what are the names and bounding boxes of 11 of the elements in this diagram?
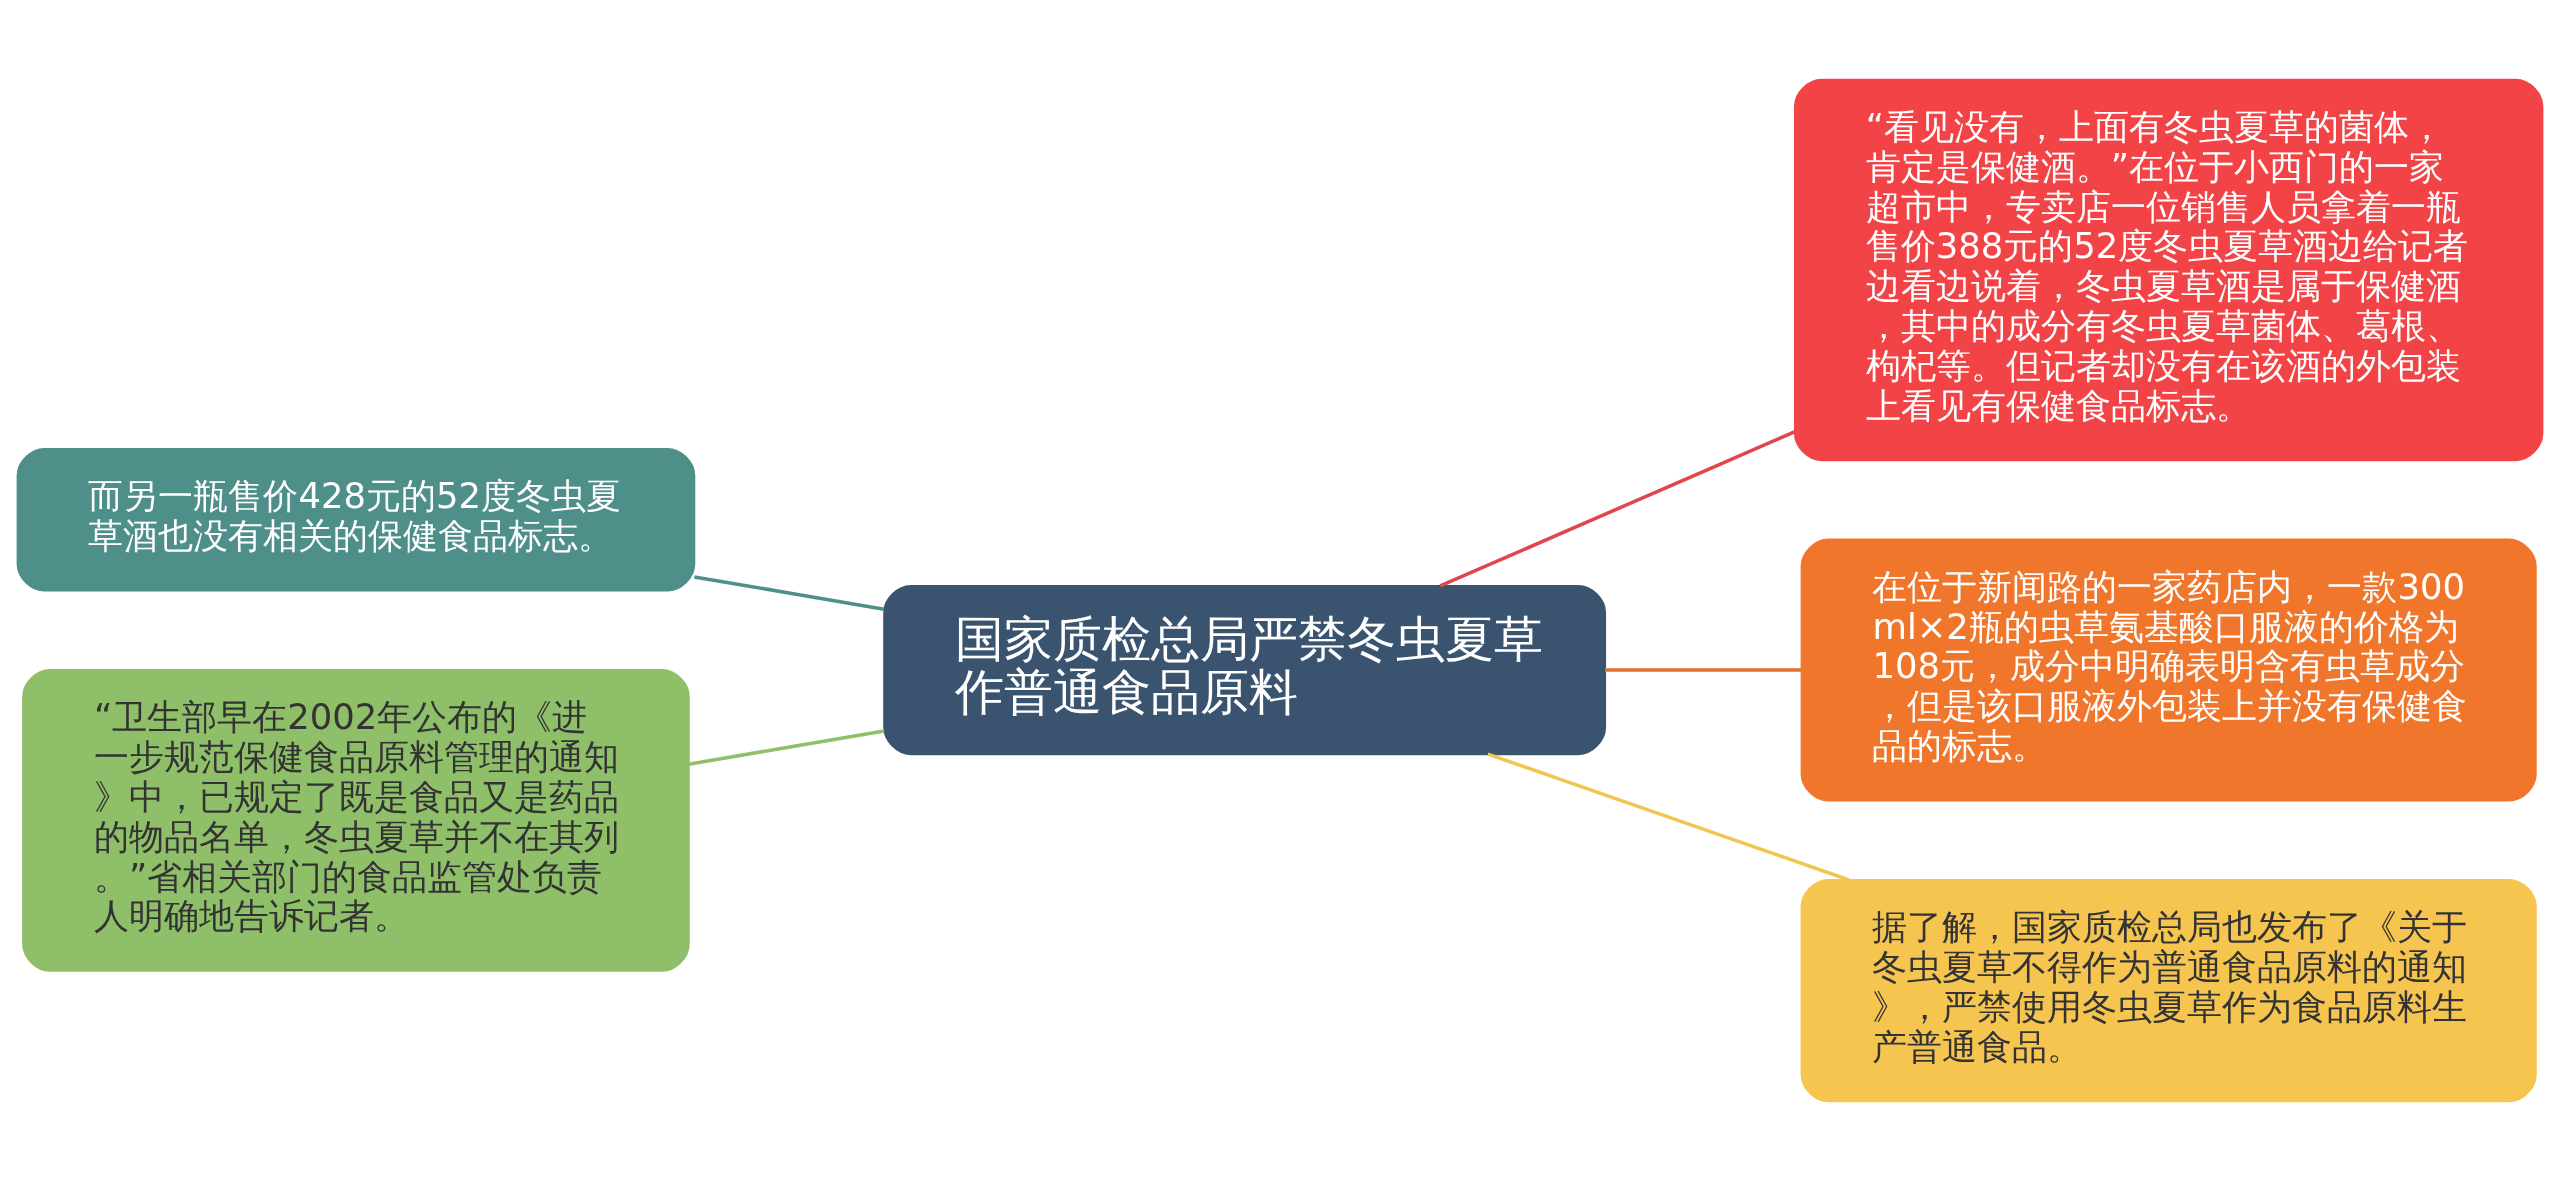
node-box: “看见没有，上面有冬虫夏草的菌体，肯定是保健酒。”在位于小西门的一家超市中，专卖店一位销售人员拿着一瓶售价388元的52度冬虫夏草酒边给记者边看边说着，冬虫夏草酒是属于保健酒，其中的成分有冬虫夏草菌体、葛根、枸杞等。但记者却没有在该酒的外包装上看见有保健食品标志。 xyxy=(1793,78,2544,462)
connector xyxy=(1439,429,1796,588)
node-box: 国家质检总局严禁冬虫夏草作普通食品原料 xyxy=(883,584,1607,756)
connector xyxy=(688,729,885,766)
node-box: 据了解，国家质检总局也发布了《关于冬虫夏草不得作为普通食品原料的通知》，严禁使用冬虫夏草作为食品原料生产普通食品。 xyxy=(1800,879,2537,1103)
connector xyxy=(1605,668,1802,672)
node-box: 在位于新闻路的一家药店内，一款300ml×2瓶的虫草氨基酸口服液的价格为108元，成分中明确表明含有虫草成分，但是该口服液外包装上并没有保健食品的标志。 xyxy=(1800,538,2537,802)
connector xyxy=(1487,752,1850,882)
node-box: 而另一瓶售价428元的52度冬虫夏草酒也没有相关的保健食品标志。 xyxy=(16,447,696,592)
node-box: “卫生部早在2002年公布的《进一步规范保健食品原料管理的通知》中，已规定了既是食品又是药品的物品名单，冬虫夏草并不在其列。”省相关部门的食品监管处负责人明确地告诉记者。 xyxy=(22,668,690,972)
connector xyxy=(694,575,885,611)
